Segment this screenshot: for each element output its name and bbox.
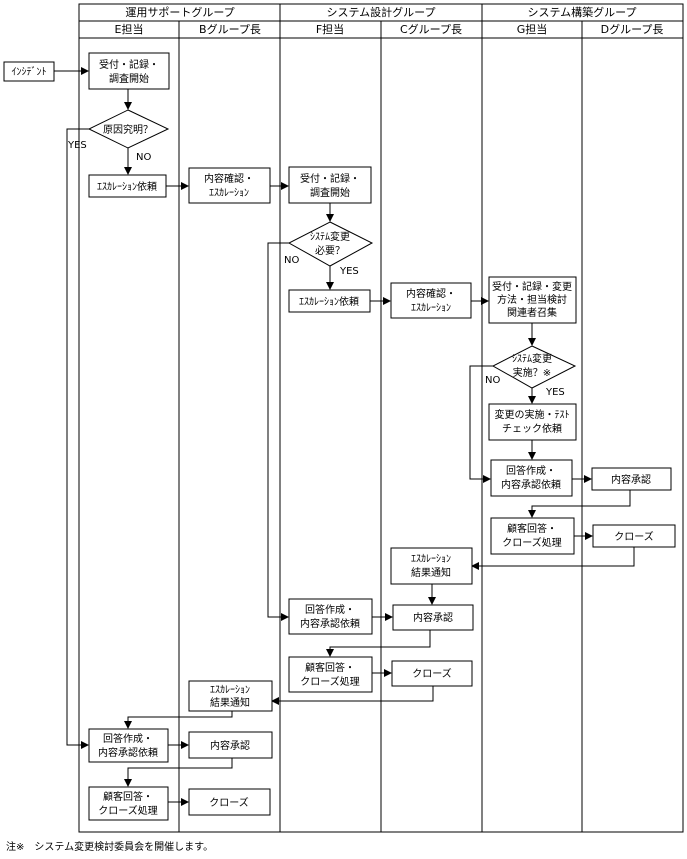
e-cause-label: 原因究明？ — [103, 123, 153, 136]
b-close-node: クローズ — [188, 788, 271, 816]
d-close-label: クローズ — [614, 530, 654, 543]
role-header-f: F担当 — [316, 22, 344, 36]
f-receive-node: 受付・記録・ 調査開始 — [288, 166, 372, 204]
f-decision-line2: 必要？ — [315, 244, 345, 257]
connectors — [54, 67, 635, 806]
f-answer-line1: 回答作成・ — [305, 603, 355, 616]
g-change-line2: チェック依頼 — [502, 422, 562, 435]
role-header-d: Dグループ長 — [601, 22, 664, 36]
c-notify-line2: 結果通知 — [411, 566, 451, 579]
f-decision-line1: ｼｽﾃﾑ変更 — [310, 230, 350, 243]
g-answer-line2: 内容承認依頼 — [501, 478, 561, 491]
g-yes-label: YES — [545, 387, 565, 398]
e-no-label: NO — [136, 152, 151, 163]
b-approve-label: 内容承認 — [210, 739, 250, 752]
c-close-node: クローズ — [391, 660, 473, 687]
f-yes-label: YES — [339, 266, 359, 277]
f-answer-node: 回答作成・ 内容承認依頼 — [288, 598, 373, 635]
f-receive-line2: 調査開始 — [310, 186, 350, 199]
g-answer-line1: 回答作成・ — [506, 464, 556, 477]
e-escalate-node: ｴｽｶﾚｰｼｮﾝ依頼 — [88, 174, 167, 198]
swimlane-frame — [78, 3, 684, 833]
g-change-node: 変更の実施・ﾃｽﾄ チェック依頼 — [488, 403, 577, 441]
e-reply-node: 顧客回答・ クローズ処理 — [88, 786, 169, 821]
c-approve-node: 内容承認 — [392, 604, 474, 631]
b-approve-node: 内容承認 — [188, 731, 273, 759]
b-notify-line1: ｴｽｶﾚｰｼｮﾝ — [210, 684, 250, 696]
c-confirm-line1: 内容確認・ — [406, 287, 456, 300]
g-system-change-decision: ｼｽﾃﾑ変更 実施？※ — [491, 345, 577, 389]
e-receive-line2: 調査開始 — [109, 72, 149, 85]
group-header-system-design: システム設計グループ — [326, 5, 435, 19]
f-escalate-label: ｴｽｶﾚｰｼｮﾝ依頼 — [299, 295, 359, 308]
incident-label: ｲﾝｼﾃﾞﾝﾄ — [12, 66, 47, 78]
g-decision-line1: ｼｽﾃﾑ変更 — [512, 352, 552, 365]
b-confirm-line2: ｴｽｶﾚｰｼｮﾝ — [209, 187, 249, 199]
f-reply-line2: クローズ処理 — [300, 675, 360, 688]
g-receive-node: 受付・記録・変更 方法・担当検討 関連者召集 — [488, 276, 577, 324]
e-receive-line1: 受付・記録・ — [99, 58, 159, 71]
incident-node: ｲﾝｼﾃﾞﾝﾄ — [3, 61, 55, 82]
e-answer-node: 回答作成・ 内容承認依頼 — [88, 728, 169, 763]
g-receive-line2: 方法・担当検討 — [497, 293, 567, 306]
c-confirm-line2: ｴｽｶﾚｰｼｮﾝ — [411, 302, 451, 314]
g-reply-node: 顧客回答・ クローズ処理 — [490, 517, 575, 555]
b-confirm-line1: 内容確認・ — [204, 172, 254, 185]
e-receive-node: 受付・記録・ 調査開始 — [88, 52, 170, 90]
group-header-system-build: システム構築グループ — [527, 5, 636, 19]
c-approve-label: 内容承認 — [413, 611, 453, 624]
role-header-e: E担当 — [115, 22, 144, 36]
c-close-label: クローズ — [412, 667, 452, 680]
f-answer-line2: 内容承認依頼 — [300, 617, 360, 630]
c-confirm-node: 内容確認・ ｴｽｶﾚｰｼｮﾝ — [390, 282, 472, 319]
f-reply-line1: 顧客回答・ — [305, 661, 355, 674]
role-header-g: G担当 — [517, 22, 548, 36]
e-answer-line1: 回答作成・ — [103, 732, 153, 745]
e-escalate-label: ｴｽｶﾚｰｼｮﾝ依頼 — [97, 180, 157, 193]
g-change-line1: 変更の実施・ﾃｽﾄ — [495, 408, 570, 421]
g-reply-line2: クローズ処理 — [502, 536, 562, 549]
g-receive-line3: 関連者召集 — [507, 306, 557, 319]
e-reply-line2: クローズ処理 — [98, 804, 158, 817]
g-answer-node: 回答作成・ 内容承認依頼 — [490, 459, 573, 497]
b-confirm-node: 内容確認・ ｴｽｶﾚｰｼｮﾝ — [188, 167, 271, 204]
b-notify-line2: 結果通知 — [210, 696, 250, 709]
role-header-b: Bグループ長 — [199, 22, 261, 36]
f-receive-line1: 受付・記録・ — [300, 172, 360, 185]
f-reply-node: 顧客回答・ クローズ処理 — [288, 656, 373, 693]
f-system-change-decision: ｼｽﾃﾑ変更 必要？ — [287, 221, 374, 267]
g-decision-line2: 実施？※ — [513, 366, 551, 379]
f-no-label: NO — [284, 255, 299, 266]
g-reply-line1: 顧客回答・ — [507, 522, 557, 535]
e-answer-line2: 内容承認依頼 — [98, 746, 158, 759]
c-notify-node: ｴｽｶﾚｰｼｮﾝ 結果通知 — [390, 547, 473, 585]
e-yes-label: YES — [67, 140, 87, 151]
d-approve-node: 内容承認 — [591, 467, 672, 491]
g-receive-line1: 受付・記録・変更 — [492, 280, 572, 293]
e-cause-decision: 原因究明？ — [87, 109, 170, 149]
c-notify-line1: ｴｽｶﾚｰｼｮﾝ — [411, 553, 451, 565]
g-no-label: NO — [485, 375, 500, 386]
f-escalate-node: ｴｽｶﾚｰｼｮﾝ依頼 — [288, 289, 371, 313]
b-close-label: クローズ — [209, 796, 249, 809]
d-approve-label: 内容承認 — [611, 473, 651, 486]
role-header-c: Cグループ長 — [400, 22, 462, 36]
group-header-ops-support: 運用サポートグループ — [125, 5, 234, 19]
e-reply-line1: 顧客回答・ — [103, 790, 153, 803]
d-close-node: クローズ — [592, 524, 676, 548]
footnote: 注※ システム変更検討委員会を開催します。 — [6, 842, 214, 853]
b-notify-node: ｴｽｶﾚｰｼｮﾝ 結果通知 — [188, 680, 273, 712]
